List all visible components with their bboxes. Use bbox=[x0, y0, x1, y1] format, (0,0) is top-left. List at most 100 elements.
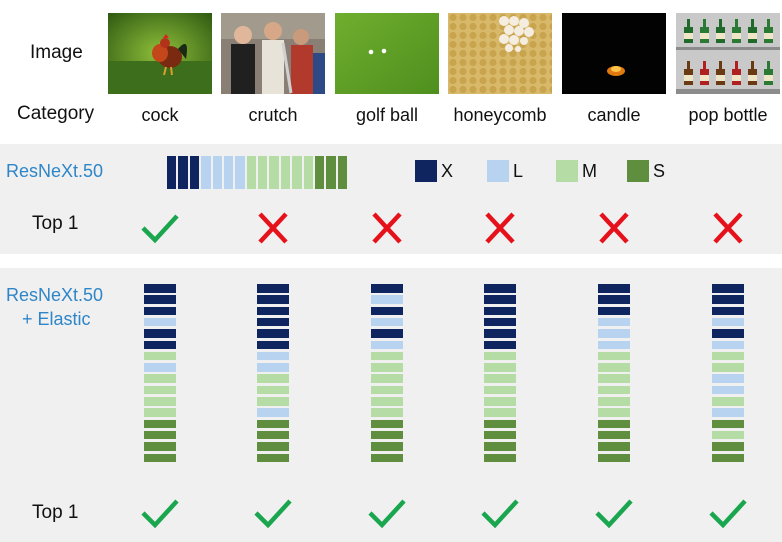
legend-label-s: S bbox=[653, 161, 666, 181]
elastic-block-x bbox=[484, 284, 516, 293]
elastic-block-m bbox=[484, 385, 516, 395]
elastic-block-s bbox=[712, 442, 744, 451]
elastic-block-m bbox=[598, 397, 630, 406]
baseline-block-s bbox=[326, 156, 336, 189]
elastic-block-l bbox=[144, 317, 176, 327]
baseline-block-l bbox=[235, 156, 245, 189]
elastic-block-l bbox=[371, 340, 403, 349]
image-candle bbox=[562, 13, 666, 94]
elastic-block-l bbox=[598, 317, 630, 327]
elastic-block-m bbox=[484, 351, 516, 361]
elastic-block-x bbox=[712, 284, 744, 293]
elastic-block-x bbox=[712, 329, 744, 338]
elastic-block-m bbox=[371, 351, 403, 361]
elastic-block-x bbox=[257, 284, 289, 293]
legend-swatch-m bbox=[556, 160, 578, 182]
elastic-block-x bbox=[371, 329, 403, 338]
elastic-block-l bbox=[598, 340, 630, 349]
image-golf-ball bbox=[335, 13, 439, 94]
baseline-result-check-icon bbox=[141, 214, 179, 244]
elastic-block-s bbox=[598, 419, 630, 429]
image-honeycomb bbox=[448, 13, 552, 94]
category-label: honeycomb bbox=[453, 105, 547, 125]
elastic-block-x bbox=[598, 306, 630, 316]
elastic-block-m bbox=[144, 351, 176, 361]
elastic-block-m bbox=[371, 397, 403, 406]
elastic-block-m bbox=[257, 385, 289, 395]
elastic-block-x bbox=[257, 295, 289, 304]
baseline-block-m bbox=[292, 156, 302, 189]
elastic-block-l bbox=[712, 374, 744, 383]
elastic-block-m bbox=[144, 374, 176, 383]
category-label: candle bbox=[587, 105, 641, 125]
elastic-block-s bbox=[484, 430, 516, 440]
elastic-block-x bbox=[144, 340, 176, 349]
baseline-top1-label: Top 1 bbox=[32, 213, 79, 234]
category-label: golf ball bbox=[355, 105, 419, 125]
elastic-block-l bbox=[257, 351, 289, 361]
baseline-block-m bbox=[280, 156, 291, 189]
elastic-result-check-icon bbox=[595, 499, 633, 529]
elastic-block-s bbox=[712, 453, 744, 462]
elastic-top1-label: Top 1 bbox=[32, 502, 79, 523]
elastic-block-l bbox=[712, 340, 744, 349]
category-label: pop bottle bbox=[688, 105, 768, 125]
legend-swatch-s bbox=[627, 160, 649, 182]
elastic-block-x bbox=[257, 329, 289, 338]
elastic-block-m bbox=[598, 408, 630, 417]
elastic-block-x bbox=[144, 284, 176, 293]
elastic-block-l bbox=[598, 329, 630, 338]
elastic-block-s bbox=[257, 442, 289, 451]
elastic-block-x bbox=[144, 306, 176, 316]
baseline-block-s bbox=[314, 156, 325, 189]
elastic-result-check-icon bbox=[141, 499, 179, 529]
elastic-block-m bbox=[598, 363, 630, 372]
baseline-block-s bbox=[337, 156, 347, 189]
elastic-block-x bbox=[257, 306, 289, 316]
elastic-model-label-line1: ResNeXt.50 bbox=[6, 285, 104, 305]
elastic-block-m bbox=[484, 374, 516, 383]
legend-swatch-l bbox=[487, 160, 509, 182]
legend-label-x: X bbox=[441, 161, 454, 181]
elastic-block-m bbox=[144, 385, 176, 395]
elastic-block-l bbox=[712, 317, 744, 327]
baseline-band bbox=[0, 144, 782, 254]
elastic-block-x bbox=[484, 306, 516, 316]
elastic-block-x bbox=[484, 340, 516, 349]
elastic-block-s bbox=[371, 453, 403, 462]
elastic-block-s bbox=[598, 453, 630, 462]
baseline-block-m bbox=[258, 156, 268, 189]
baseline-block-l bbox=[212, 156, 222, 189]
baseline-block-m bbox=[269, 156, 279, 189]
elastic-model-label-line2: + Elastic bbox=[22, 309, 91, 329]
elastic-result-check-icon bbox=[254, 499, 292, 529]
elastic-block-s bbox=[371, 430, 403, 440]
legend-label-m: M bbox=[582, 161, 597, 181]
image-crutch bbox=[221, 13, 325, 94]
elastic-block-s bbox=[598, 442, 630, 451]
elastic-block-x bbox=[598, 295, 630, 304]
elastic-block-s bbox=[484, 419, 516, 429]
baseline-block-x bbox=[189, 156, 200, 189]
elastic-block-s bbox=[144, 419, 176, 429]
baseline-result-cross-icon bbox=[713, 212, 743, 244]
elastic-block-l bbox=[144, 363, 176, 372]
baseline-block-x bbox=[178, 156, 188, 189]
elastic-block-m bbox=[712, 430, 744, 440]
elastic-block-m bbox=[371, 363, 403, 372]
elastic-block-l bbox=[257, 408, 289, 417]
baseline-result-cross-icon bbox=[485, 212, 515, 244]
elastic-block-s bbox=[371, 419, 403, 429]
elastic-block-m bbox=[257, 397, 289, 406]
elastic-block-s bbox=[144, 453, 176, 462]
baseline-block-x bbox=[167, 156, 177, 189]
elastic-block-m bbox=[144, 397, 176, 406]
elastic-block-s bbox=[257, 419, 289, 429]
legend-label-l: L bbox=[513, 161, 524, 181]
image-pop-bottle bbox=[676, 13, 780, 94]
elastic-block-s bbox=[257, 453, 289, 462]
elastic-block-s bbox=[598, 430, 630, 440]
elastic-block-x bbox=[484, 329, 516, 338]
baseline-block-l bbox=[223, 156, 234, 189]
elastic-block-m bbox=[484, 363, 516, 372]
